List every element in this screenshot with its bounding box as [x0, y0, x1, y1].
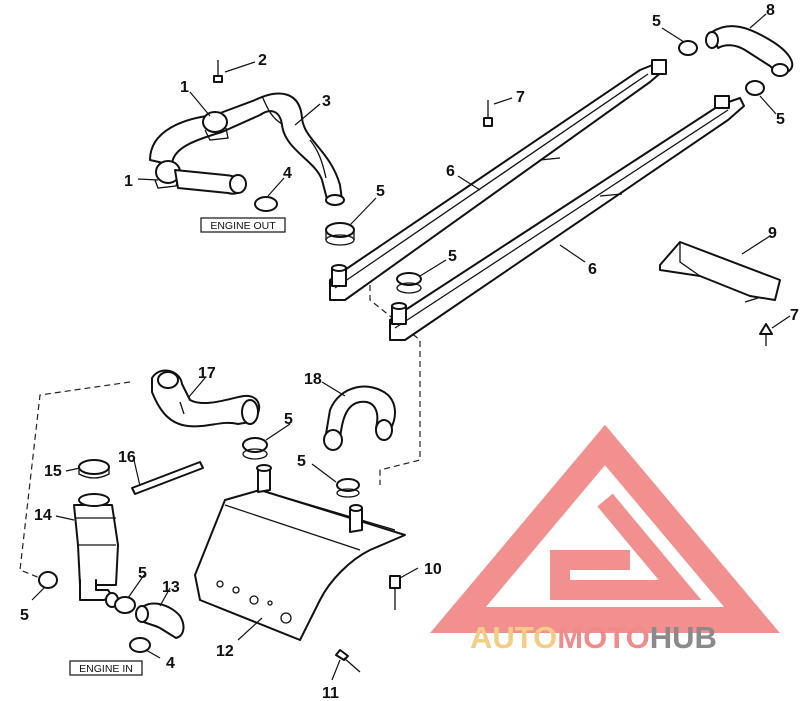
callout-2: 2	[258, 52, 267, 69]
callout-11: 11	[322, 685, 339, 701]
wordmark-moto: MOTO	[557, 620, 649, 655]
hose-clamp-1-upper	[202, 111, 229, 141]
callout-1-lower: 1	[124, 173, 133, 190]
callout-10: 10	[424, 561, 442, 578]
callout-5-h: 5	[138, 565, 147, 582]
wordmark-auto: AUTO	[470, 620, 557, 655]
callout-5-c: 5	[652, 13, 661, 30]
callout-14: 14	[34, 507, 52, 524]
hose-part-17	[151, 369, 260, 428]
wordmark-hub: HUB	[650, 620, 717, 655]
callout-8: 8	[766, 2, 775, 19]
heat-exchanger-rail-upper	[329, 59, 667, 301]
hose-clamp-5-h	[114, 596, 136, 614]
callout-4-upper: 4	[283, 165, 292, 182]
hose-clamp-5-g	[38, 571, 58, 589]
hose-part-8	[705, 25, 794, 77]
coolant-tank-part-12	[194, 464, 406, 641]
heat-exchanger-rail-lower	[389, 95, 745, 341]
hose-clamp-4-lower	[129, 637, 151, 653]
svg-text:AUTOMOTOHUB: AUTOMOTOHUB	[470, 620, 717, 655]
callout-6-lower: 6	[588, 261, 597, 278]
engine-in-text: ENGINE IN	[79, 663, 133, 675]
engine-out-label: ENGINE OUT	[200, 217, 286, 233]
reservoir-cap-part-15	[78, 459, 110, 479]
callout-5-e: 5	[284, 411, 293, 428]
callout-12: 12	[216, 643, 234, 660]
callout-7-upper: 7	[516, 89, 525, 106]
callout-6-upper: 6	[446, 163, 455, 180]
hose-clamp-5-b	[396, 272, 422, 294]
hose-outlet-elbow	[174, 169, 247, 195]
hose-clamp-5-e	[242, 437, 268, 460]
callout-3: 3	[322, 93, 331, 110]
callout-13: 13	[162, 579, 180, 596]
mounting-bracket-part-9	[659, 241, 781, 303]
callout-5-b: 5	[448, 248, 457, 265]
callout-7-lower: 7	[790, 307, 799, 324]
callout-5-f: 5	[297, 453, 306, 470]
rod-part-16	[131, 461, 204, 495]
hose-part-13	[135, 602, 185, 639]
assembly-guide-lines	[19, 265, 421, 581]
hose-part-18	[323, 385, 396, 451]
hose-clamp-5-f	[336, 478, 360, 498]
callout-numbers: 1 1 2 3 4 5 5 5 5 5 5 5 5 6 6 7 7 8 9 10…	[20, 2, 799, 701]
hose-clamp-4-upper	[254, 196, 278, 212]
callout-4-lower: 4	[166, 655, 175, 672]
automotohub-wordmark: AUTOMOTOHUB	[470, 620, 717, 655]
fitting-part-10	[389, 575, 401, 610]
screw-part-11	[335, 649, 361, 673]
callout-16: 16	[118, 449, 136, 466]
callout-9: 9	[768, 225, 777, 242]
engine-in-label: ENGINE IN	[69, 660, 143, 676]
callout-15: 15	[44, 463, 62, 480]
engine-out-text: ENGINE OUT	[210, 220, 276, 232]
callout-18: 18	[304, 371, 322, 388]
automotohub-logo	[430, 424, 780, 633]
hose-upper-engine-out	[149, 92, 345, 206]
callout-5-a: 5	[376, 183, 385, 200]
screw-part-7-lower	[759, 323, 773, 346]
callout-5-d: 5	[776, 111, 785, 128]
callout-leaders	[31, 13, 791, 681]
callout-1-upper: 1	[180, 79, 189, 96]
bolt-part-2	[213, 60, 223, 83]
hose-clamp-5-a	[325, 222, 355, 246]
callout-17: 17	[198, 365, 216, 382]
callout-5-g: 5	[20, 607, 29, 624]
coolant-reservoir-part-14	[73, 493, 119, 608]
hose-clamp-5-d	[745, 80, 765, 96]
hose-clamp-5-c	[678, 40, 698, 56]
screw-part-7-upper	[483, 100, 493, 127]
